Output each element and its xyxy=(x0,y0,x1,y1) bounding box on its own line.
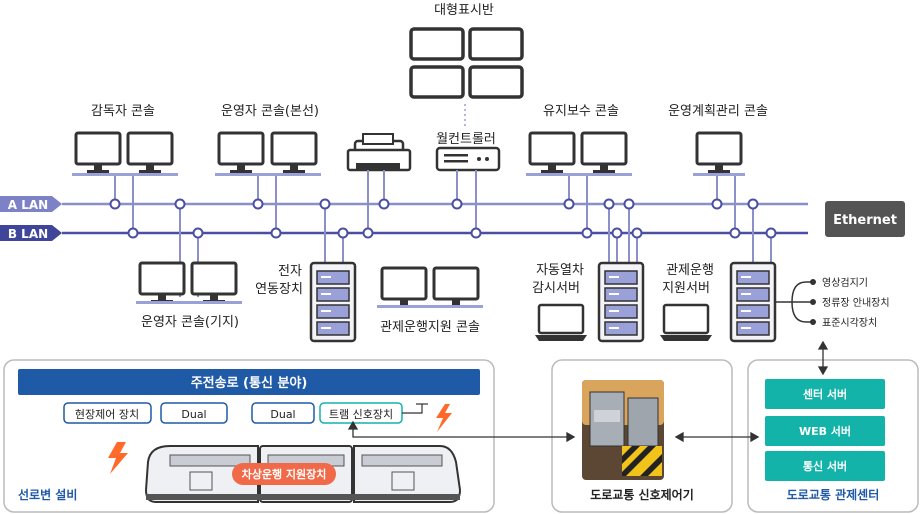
interlock-label-line2: 연동장치 xyxy=(255,282,303,297)
road-center-caption: 도로교통 관제센터 xyxy=(787,487,880,502)
display-board-label: 대형표시반 xyxy=(434,3,494,18)
interlock-server-icon xyxy=(309,261,357,343)
control-support-console-label: 관제운행지원 콘솔 xyxy=(380,319,480,335)
tram-icon xyxy=(144,445,462,503)
wall-controller-label: 월컨트롤러 xyxy=(436,132,496,147)
train-monitor-label-line1: 자동열차 xyxy=(536,263,584,278)
wall-controller-icon xyxy=(435,146,501,172)
train-monitor-label-line2: 감시서버 xyxy=(532,281,580,296)
svg-text:A LAN: A LAN xyxy=(8,198,48,212)
output-stop-guide: 정류장 안내장치 xyxy=(822,297,890,309)
output-standard-time: 표준시각장치 xyxy=(822,317,877,329)
supervisor-console-label: 감독자 콘솔 xyxy=(91,104,155,119)
web-server-label: WEB 서버 xyxy=(799,424,851,438)
train-monitor-server-icon xyxy=(597,261,645,343)
display-board-icon xyxy=(409,27,524,99)
dual-label-1: Dual xyxy=(181,408,206,421)
dual-box-1 xyxy=(160,402,228,424)
control-support-server-label-line1: 관제운행 xyxy=(666,262,714,278)
onboard-unit-badge xyxy=(232,463,336,485)
planning-console-label: 운영계획관리 콘솔 xyxy=(668,104,768,119)
interlock-label-line1: 전자 xyxy=(278,264,302,279)
svg-text:Ethernet: Ethernet xyxy=(833,213,897,228)
control-support-console-icon xyxy=(377,266,483,310)
tram-signal-label: 트램 신호장치 xyxy=(329,408,393,421)
control-support-server-icon xyxy=(729,261,777,343)
main-transmission-banner xyxy=(18,369,480,395)
comm-server-box xyxy=(765,451,885,481)
operator-main-console-label: 운영자 콘솔(본선) xyxy=(221,104,319,119)
center-server-box xyxy=(765,379,885,409)
b-lan-badge: B LAN xyxy=(0,225,62,241)
svg-text:B LAN: B LAN xyxy=(8,227,48,241)
operator-depot-console-icon xyxy=(136,261,242,305)
operator-depot-console-label: 운영자 콘솔(기지) xyxy=(141,315,239,330)
dual-box-2 xyxy=(251,402,315,424)
printer-icon xyxy=(346,133,412,172)
train-monitor-laptop-icon xyxy=(533,303,589,343)
a-lan-badge: A LAN xyxy=(0,196,62,212)
web-server-box xyxy=(765,416,885,446)
site-control-box xyxy=(63,402,152,424)
center-server-label: 센터 서버 xyxy=(803,387,847,401)
ethernet-badge: Ethernet xyxy=(825,201,905,237)
wireless-bolt-icon-2 xyxy=(108,442,128,474)
planning-console-icon xyxy=(693,131,745,176)
control-support-laptop-icon xyxy=(658,303,714,343)
road-signal-controller-photo xyxy=(582,380,664,480)
wayside-caption: 선로변 설비 xyxy=(18,487,77,502)
operator-main-console-icon xyxy=(215,131,321,176)
maintenance-console-label: 유지보수 콘솔 xyxy=(543,104,619,119)
wireless-bolt-icon xyxy=(436,404,452,432)
maintenance-console-icon xyxy=(526,131,632,176)
main-transmission-label: 주전송로 (통신 분야) xyxy=(191,375,308,391)
control-support-server-label-line2: 지원서버 xyxy=(662,281,710,296)
comm-server-label: 통신 서버 xyxy=(803,459,847,473)
output-video-detector: 영상검지기 xyxy=(822,277,868,289)
supervisor-console-icon xyxy=(72,131,178,176)
dual-label-2: Dual xyxy=(270,408,295,421)
onboard-unit-label: 차상운행 지원장치 xyxy=(242,467,327,481)
road-signal-caption: 도로교통 신호제어기 xyxy=(590,487,694,502)
site-control-label: 현장제어 장치 xyxy=(75,408,139,421)
